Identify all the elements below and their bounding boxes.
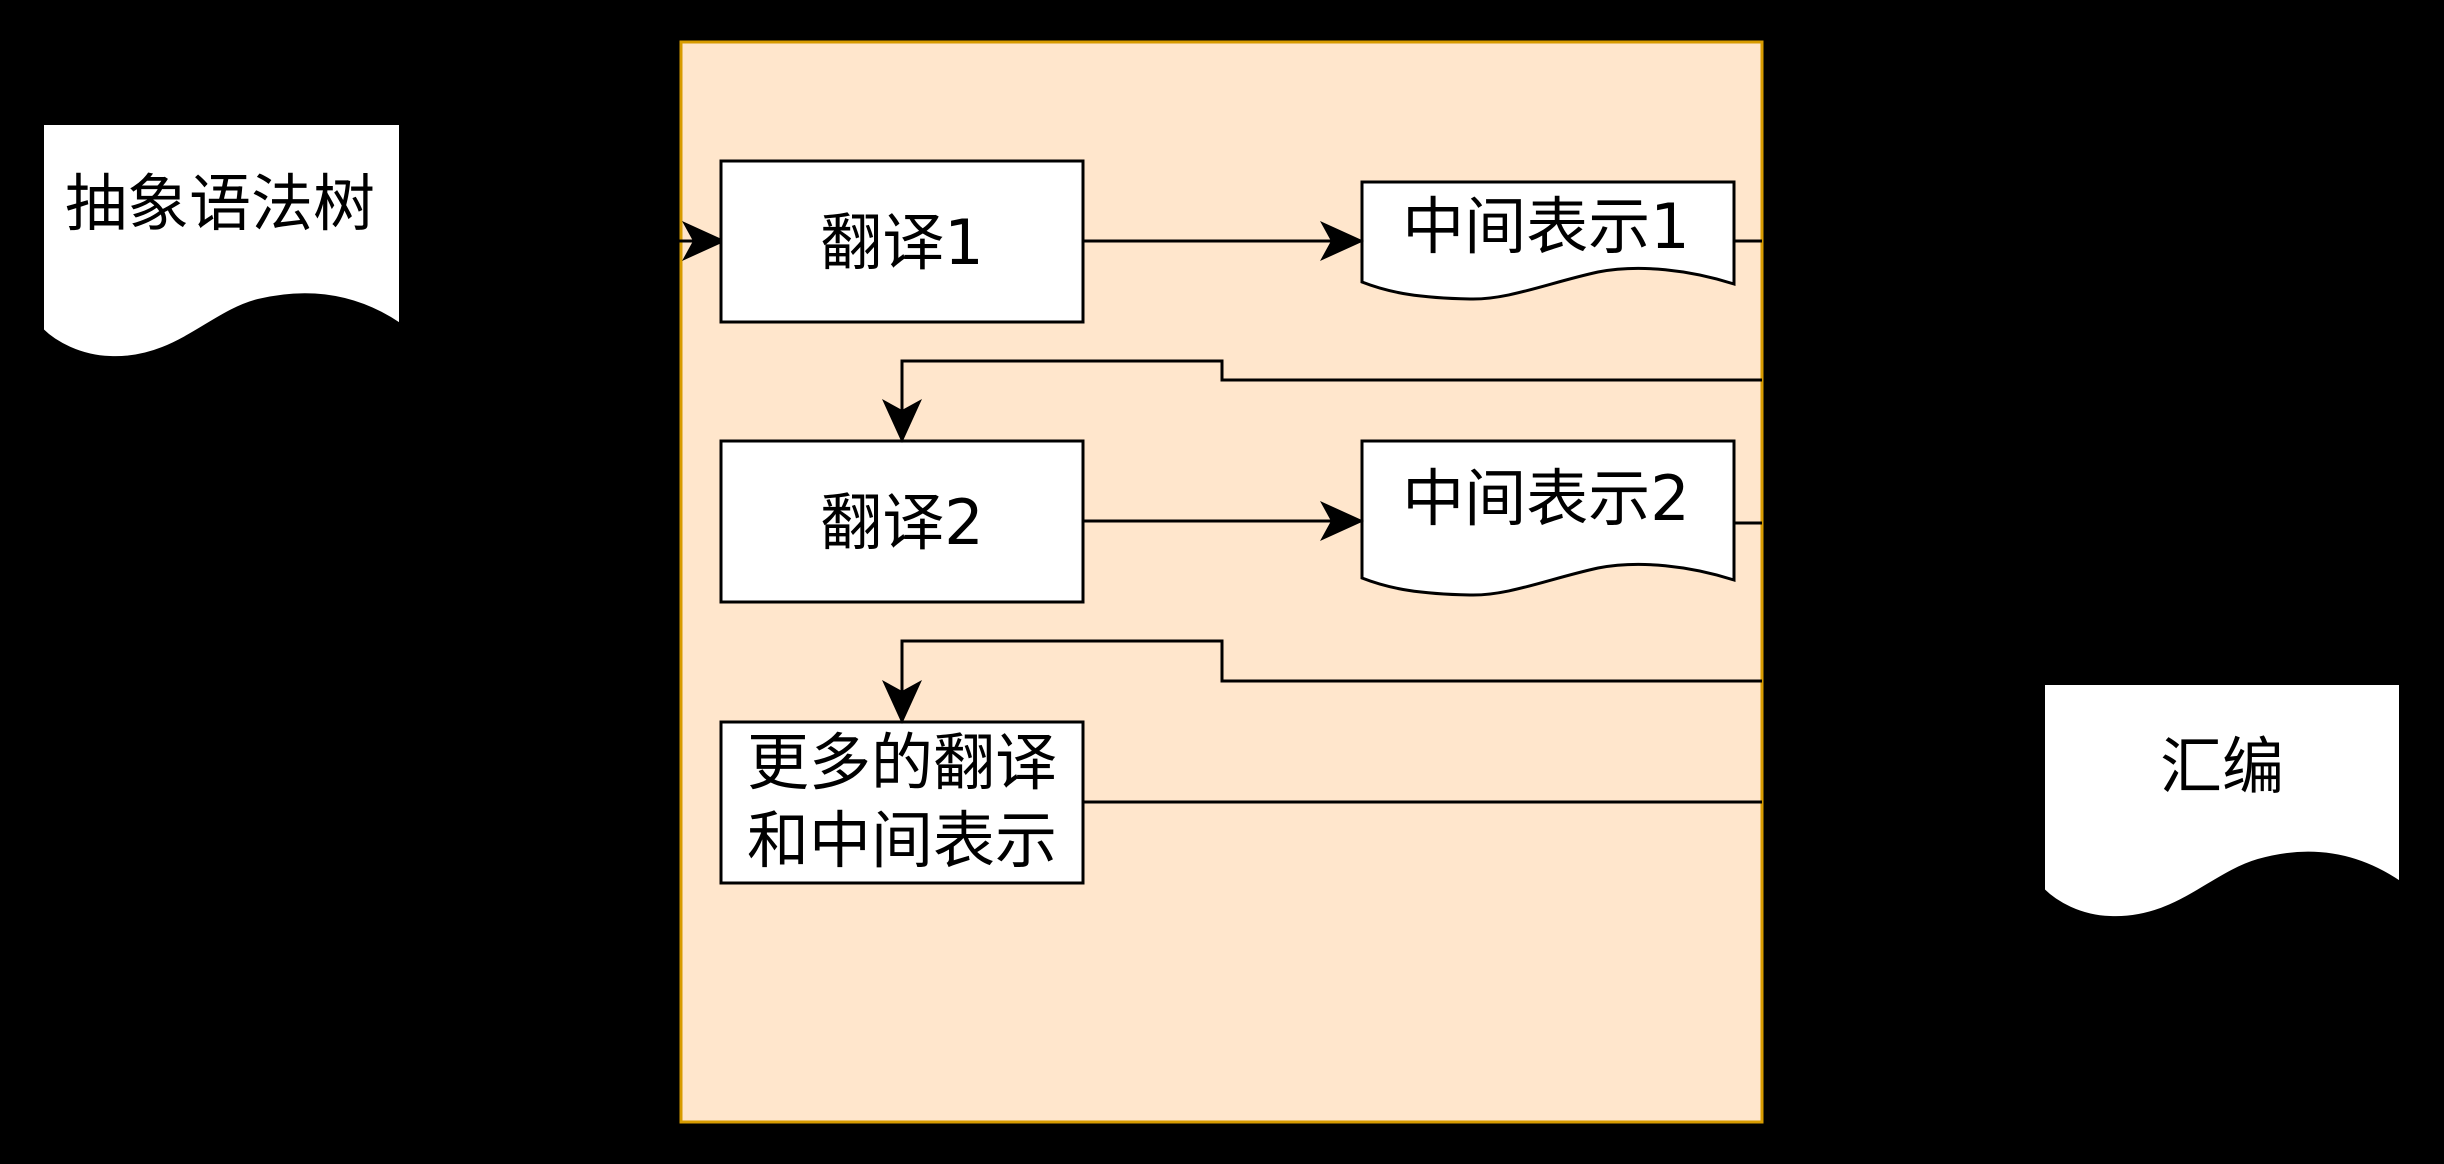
input-document-label: 抽象语法树 <box>65 167 375 240</box>
process-more-translations-label-line2: 和中间表示 <box>747 804 1057 877</box>
process-translate-2-box <box>719 439 1085 604</box>
process-translate-2-label: 翻译2 <box>820 486 983 559</box>
ir-document-2-shape <box>1360 439 1736 597</box>
edge-feedback-to-translate2 <box>882 359 1762 443</box>
process-translate-2[interactable]: 翻译2 <box>719 439 1085 604</box>
process-more-translations-box <box>719 720 1085 885</box>
process-translate-1[interactable]: 翻译1 <box>719 159 1085 324</box>
ir-document-2-label: 中间表示2 <box>1402 462 1689 535</box>
ir-document-1-shape <box>1360 180 1736 301</box>
ir-document-1[interactable]: 中间表示1 <box>1360 180 1736 301</box>
input-document[interactable]: 抽象语法树 <box>42 123 401 359</box>
ir-document-2[interactable]: 中间表示2 <box>1360 439 1736 597</box>
process-more-translations[interactable]: 更多的翻译 和中间表示 <box>719 720 1085 885</box>
output-document-label: 汇编 <box>2160 730 2284 803</box>
ir-document-1-label: 中间表示1 <box>1402 190 1689 263</box>
edge-feedback-to-more <box>882 639 1762 724</box>
process-translate-1-label: 翻译1 <box>820 206 983 279</box>
output-document[interactable]: 汇编 <box>2043 683 2401 919</box>
input-document-shape <box>42 123 401 359</box>
output-document-shape <box>2043 683 2401 919</box>
process-more-translations-label-line1: 更多的翻译 <box>747 726 1057 799</box>
